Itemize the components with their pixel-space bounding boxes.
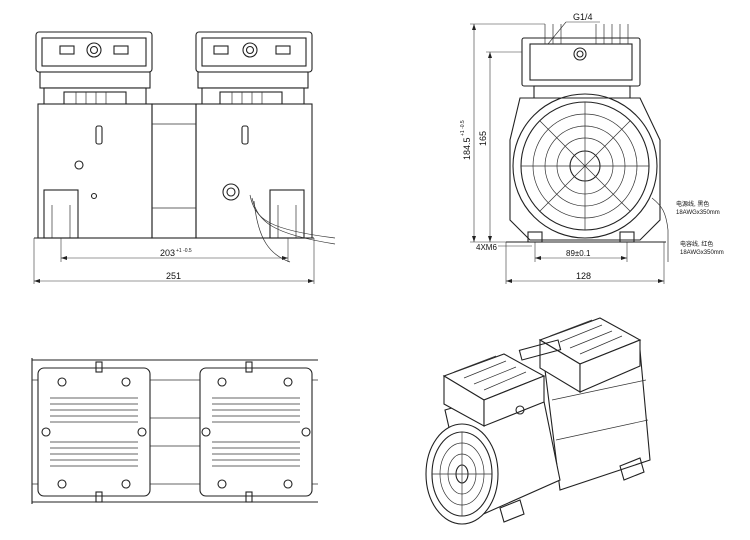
port-icon [573, 47, 587, 61]
front-view: 203 +1 -0.5 251 [33, 31, 336, 284]
cable-note-1-spec: 18AWGx350mm [676, 210, 720, 216]
fan-guard-icon [512, 93, 658, 239]
cable-note-2: 电容线, 红色 [680, 240, 713, 248]
left-head-top-view [37, 367, 151, 497]
wire [249, 194, 336, 239]
cable-note-1: 电源线, 黑色 [676, 200, 709, 208]
dim-height-total-tol: +1 -0.5 [460, 120, 466, 136]
top-view [31, 358, 318, 504]
right-cylinder [195, 103, 313, 239]
dim-base-width: 251 [166, 271, 181, 281]
dim-thread: G1/4 [573, 12, 593, 22]
cable-note-2-spec: 18AWGx350mm [680, 250, 724, 256]
dim-hole-spacing-tol: +1 -0.5 [176, 248, 192, 254]
isometric-view [425, 317, 651, 525]
dim-height-total: 184.5 [462, 137, 472, 160]
dim-side-width: 128 [576, 271, 591, 281]
left-cylinder [37, 103, 153, 239]
right-head-top-view [199, 367, 313, 497]
side-view: G1/4 184.5 +1 -0.5 165 4XM6 89±0.1 128 电… [460, 12, 724, 284]
dim-hole-spacing: 203 [160, 248, 175, 258]
cable [651, 197, 669, 262]
dim-bolt: 4XM6 [476, 243, 497, 252]
dim-height-body: 165 [478, 131, 488, 146]
terminal-icon [222, 183, 240, 201]
dim-foot-spacing: 89±0.1 [566, 249, 591, 258]
